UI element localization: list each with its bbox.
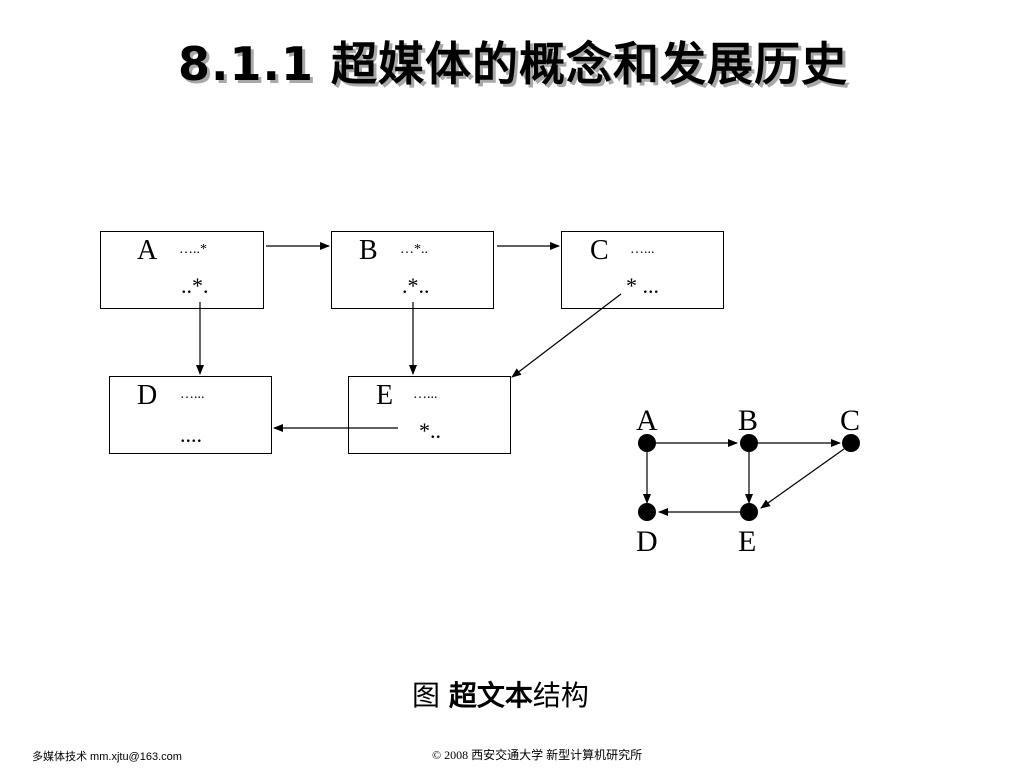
node-box-c: C …... * ... bbox=[561, 231, 724, 309]
node-d-letter: D bbox=[137, 380, 158, 411]
graph-node-b bbox=[740, 434, 758, 452]
node-box-d: D …... .... bbox=[109, 376, 272, 454]
node-box-b: B …*.. .*.. bbox=[331, 231, 494, 309]
node-box-e: E …... *.. bbox=[348, 376, 511, 454]
node-a-line1: …..* bbox=[179, 242, 207, 257]
graph-label-b: B bbox=[738, 404, 758, 437]
node-c-letter: C bbox=[590, 235, 609, 266]
node-b-line2: .*.. bbox=[402, 273, 430, 298]
node-e-letter: E bbox=[376, 380, 394, 411]
node-b-letter: B bbox=[359, 235, 378, 266]
node-e-line2: *.. bbox=[419, 418, 441, 443]
footer-left: 多媒体技术 mm.xjtu@163.com bbox=[32, 751, 182, 763]
graph-label-e: E bbox=[738, 525, 756, 558]
caption-bold: 超文本 bbox=[448, 679, 533, 712]
node-e-line1: …... bbox=[413, 387, 438, 402]
node-a-line2: ..*. bbox=[181, 273, 209, 298]
node-d-line2: .... bbox=[180, 422, 202, 447]
node-c-line1: …... bbox=[630, 242, 655, 257]
node-d-line1: …... bbox=[180, 387, 205, 402]
graph-node-c bbox=[842, 434, 860, 452]
caption-suffix: 结构 bbox=[532, 679, 589, 712]
node-b-line1: …*.. bbox=[400, 242, 428, 257]
node-box-a: A …..* ..*. bbox=[100, 231, 264, 309]
graph-node-e bbox=[740, 503, 758, 521]
node-c-line2: * ... bbox=[626, 273, 659, 298]
graph-label-d: D bbox=[636, 525, 658, 558]
caption-prefix: 图 bbox=[412, 679, 449, 712]
graph-label-a: A bbox=[636, 404, 658, 437]
graph-edge-c-e bbox=[760, 448, 845, 509]
figure-caption: 图 超文本结构 bbox=[412, 676, 589, 716]
slide-title: 8.1.1 超媒体的概念和发展历史 bbox=[178, 37, 848, 91]
graph-node-a bbox=[638, 434, 656, 452]
graph-label-c: C bbox=[840, 404, 860, 437]
footer-center: © 2008 西安交通大学 新型计算机研究所 bbox=[432, 748, 643, 762]
node-a-letter: A bbox=[137, 235, 158, 266]
graph-node-d bbox=[638, 503, 656, 521]
